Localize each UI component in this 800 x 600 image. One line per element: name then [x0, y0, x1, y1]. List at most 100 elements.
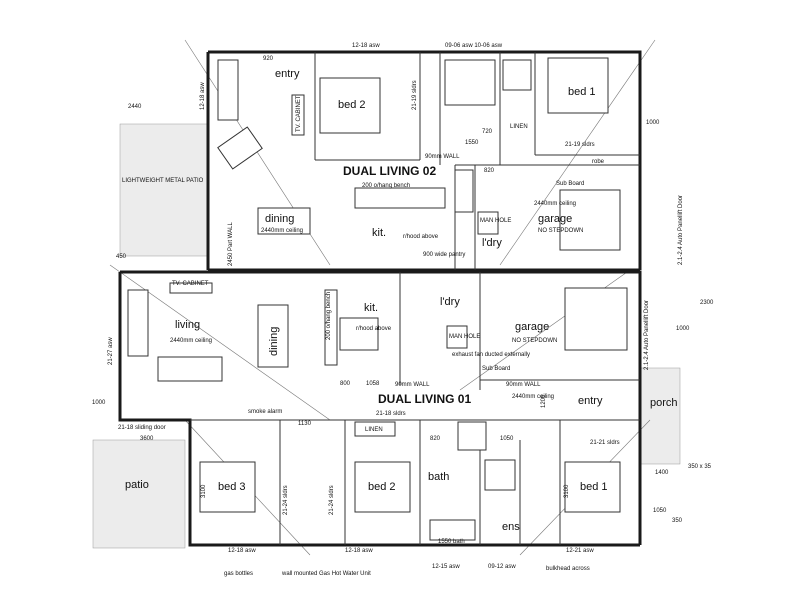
- upper-left-asw: 12-18 asw: [200, 82, 206, 110]
- upper-man-hole: MAN HOLE: [480, 218, 511, 224]
- dining-table-upper: [257, 207, 311, 235]
- lower-d2300: 2300: [700, 300, 714, 306]
- lower-bed2-label: bed 2: [368, 481, 396, 493]
- lower-garage-label: garage: [515, 321, 549, 333]
- upper-bed2-label: bed 2: [338, 99, 366, 111]
- lower-sldrs-4: 21-21 sldrs: [590, 440, 620, 446]
- lower-bed3-label: bed 3: [218, 481, 246, 493]
- upper-part-wall: 2450 Part WALL: [228, 222, 234, 266]
- lower-d1000: 1000: [92, 400, 106, 406]
- upper-pantry: 900 wide pantry: [423, 252, 465, 258]
- lower-d1400: 1400: [655, 470, 669, 476]
- upper-dim-920: 920: [263, 56, 274, 62]
- lower-bottom-asw4: 09-12 asw: [488, 564, 516, 570]
- lower-tv-cabinet: TV. CABINET: [172, 281, 209, 287]
- lower-dining-label: dining: [268, 327, 280, 356]
- bed-1-upper: [547, 57, 609, 114]
- lower-furniture: [127, 282, 628, 541]
- lower-d1000b: 1000: [676, 326, 690, 332]
- lower-porch-label: porch: [650, 397, 678, 409]
- lower-d800: 800: [340, 381, 351, 387]
- lower-auto-door: 2.1-2.4 Auto Panellift Door: [644, 300, 650, 370]
- upper-sub-board: Sub Board: [556, 181, 584, 187]
- sofa-lower: [127, 289, 149, 357]
- lower-ens-label: ens: [502, 521, 520, 533]
- patio-area: [92, 439, 186, 549]
- garage-hatch-lower: [564, 287, 628, 351]
- lower-bulkhead: bulkhead across: [546, 566, 590, 572]
- garage-hatch-upper: [559, 189, 621, 251]
- lower-d1200: 1200: [541, 394, 547, 408]
- lower-sub-board: Sub Board: [482, 366, 510, 372]
- upper-tv-cabinet: TV. CABINET: [296, 95, 302, 132]
- lower-garage-step: NO STEPDOWN: [512, 338, 557, 344]
- lower-bath-label: bath: [428, 471, 449, 483]
- upper-rhood: r/hood above: [403, 234, 439, 240]
- lower-living-label: living: [175, 319, 200, 331]
- lower-living-ceiling: 2440mm ceiling: [170, 338, 212, 344]
- upper-robe: robe: [592, 159, 605, 165]
- upper-dining-ceiling: 2440mm ceiling: [261, 228, 303, 234]
- lower-bed1-label: bed 1: [580, 481, 608, 493]
- lower-smoke-alarm: smoke alarm: [248, 409, 282, 415]
- upper-bed2-sldrs: 21-19 sldrs: [412, 80, 418, 110]
- lower-linen: LINEN: [365, 427, 383, 433]
- upper-entry-label: entry: [275, 68, 300, 80]
- upper-ldry-label: l'dry: [482, 237, 502, 249]
- upper-dining-label: dining: [265, 213, 294, 225]
- upper-dim-1550: 1550: [465, 140, 479, 146]
- lower-unit-labels: DUAL LIVING 01 living 2440mm ceiling din…: [92, 254, 714, 577]
- bed-1-lower: [564, 461, 621, 513]
- shower-upper: [502, 59, 532, 91]
- lower-wall-90b: 90mm WALL: [506, 382, 541, 388]
- lightweight-patio-area: [119, 123, 209, 257]
- lower-bench: 200 o/hang bench: [326, 292, 332, 340]
- lower-bottom-asw3: 12-15 asw: [432, 564, 460, 570]
- lower-d3100b: 3100: [564, 484, 570, 498]
- bath-tub: [429, 519, 476, 541]
- kitchen-bench-lower: [324, 289, 338, 366]
- upper-auto-door: 2.1-2.4 Auto Panellift Door: [678, 195, 684, 265]
- upper-dim-820: 820: [484, 168, 495, 174]
- upper-garage-ceiling: 2440mm ceiling: [534, 201, 576, 207]
- bed-2-upper: [319, 77, 381, 134]
- lower-unit-title: DUAL LIVING 01: [378, 392, 471, 406]
- lower-kit-label: kit.: [364, 302, 378, 314]
- lower-sldrs-1: 21-18 sldrs: [376, 411, 406, 417]
- lower-hot-water: wall mounted Gas Hot Water Unit: [281, 571, 371, 577]
- lower-d1058: 1058: [366, 381, 380, 387]
- tv-cabinet-lower: [169, 282, 213, 294]
- bathroom-upper: [444, 59, 496, 106]
- sofa: [217, 59, 239, 121]
- lower-bottom-asw2: 12-18 asw: [345, 548, 373, 554]
- upper-garage-step: NO STEPDOWN: [538, 228, 583, 234]
- upper-furniture: [217, 57, 621, 251]
- upper-dim-2440: 2440: [128, 104, 142, 110]
- lower-gas-bottles: gas bottles: [224, 571, 253, 577]
- lower-sldrs-3: 21-24 sldrs: [329, 485, 335, 515]
- lower-d350b: 350: [672, 518, 683, 524]
- bed-2-lower: [354, 461, 411, 513]
- lower-d450: 450: [116, 254, 127, 260]
- lower-patio-label: patio: [125, 479, 149, 491]
- upper-linen: LINEN: [510, 124, 528, 130]
- lower-rhood: r/hood above: [356, 326, 392, 332]
- lower-bottom-asw1: 12-18 asw: [228, 548, 256, 554]
- armchair: [217, 126, 263, 170]
- lower-d820: 820: [430, 436, 441, 442]
- upper-top-asw2: 09-06 asw 10-06 asw: [445, 43, 503, 49]
- linen-upper: [454, 169, 474, 213]
- lower-ldry-label: l'dry: [440, 296, 460, 308]
- bed-3-lower: [199, 461, 256, 513]
- ensuite-shower: [484, 459, 516, 491]
- upper-bed1-label: bed 1: [568, 86, 596, 98]
- upper-top-asw: 12-18 asw: [352, 43, 380, 49]
- kitchen-bench-upper: [354, 187, 446, 209]
- upper-unit-walls: [206, 50, 642, 272]
- lower-d3100: 3100: [201, 484, 207, 498]
- lower-d350: 350 x 35: [688, 464, 712, 470]
- upper-dim-720: 720: [482, 129, 493, 135]
- lower-left-asw: 21-27 asw: [108, 337, 114, 365]
- upper-dim-1000: 1000: [646, 120, 660, 126]
- couch-lower: [157, 356, 223, 382]
